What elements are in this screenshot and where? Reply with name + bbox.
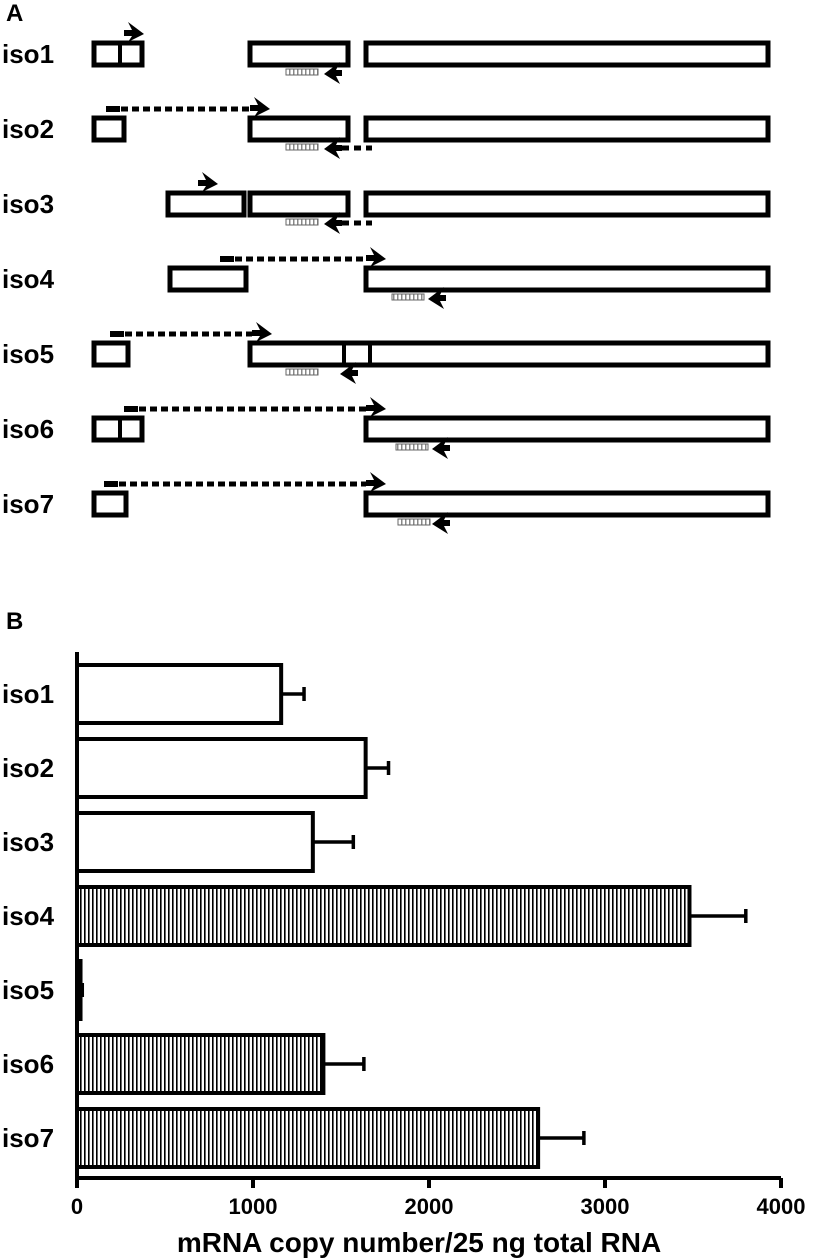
exon-box (91, 490, 129, 518)
isoform-label: iso5 (2, 339, 54, 369)
x-tick-label: 2000 (405, 1194, 454, 1219)
exon-box (363, 490, 771, 518)
forward-primer-arrow (124, 22, 144, 42)
isoform-row: iso2 (2, 97, 771, 159)
probe-box (391, 293, 425, 301)
panel-a-label: A (6, 0, 24, 27)
exon-box (165, 190, 247, 218)
junction-start-mark (104, 481, 118, 487)
isoform-row: iso5 (2, 322, 771, 384)
isoform-label: iso1 (2, 39, 54, 69)
exon-box (363, 115, 771, 143)
forward-primer-arrow (198, 172, 218, 192)
isoform-label: iso3 (2, 189, 54, 219)
exon-box (247, 40, 351, 68)
reverse-primer-arrow (324, 212, 342, 234)
reverse-primer-arrow (340, 362, 358, 384)
junction-start-mark (220, 256, 234, 262)
x-tick-label: 0 (71, 1194, 83, 1219)
x-tick-label: 1000 (229, 1194, 278, 1219)
reverse-primer-arrow (428, 287, 446, 309)
category-label: iso2 (2, 753, 54, 783)
forward-primer-arrow (366, 247, 386, 267)
isoform-diagram: iso1 iso2 iso3 iso4 iso5 iso6 iso7 (2, 22, 771, 534)
x-tick-label: 3000 (581, 1194, 630, 1219)
forward-primer-arrow (252, 322, 272, 342)
probe-box (285, 68, 319, 76)
category-label: iso3 (2, 827, 54, 857)
bar (75, 959, 83, 1021)
x-axis-title: mRNA copy number/25 ng total RNA (177, 1227, 661, 1258)
bar (75, 737, 368, 799)
category-label: iso5 (2, 975, 54, 1005)
forward-primer-arrow (366, 397, 386, 417)
reverse-primer-arrow (324, 137, 342, 159)
exon-box (91, 340, 131, 368)
junction-start-mark (124, 406, 138, 412)
category-label: iso4 (2, 901, 55, 931)
reverse-primer-arrow (324, 62, 342, 84)
probe-box (285, 218, 319, 226)
category-label: iso1 (2, 679, 54, 709)
isoform-label: iso4 (2, 264, 55, 294)
probe-box (285, 368, 319, 376)
x-tick-label: 4000 (757, 1194, 806, 1219)
isoform-row: iso6 (2, 397, 771, 459)
forward-primer-arrow (366, 472, 386, 492)
junction-start-mark (110, 331, 124, 337)
exon-box (167, 265, 249, 293)
panel-b-label: B (6, 608, 24, 635)
bar (75, 1033, 326, 1095)
isoform-row: iso4 (2, 247, 771, 309)
exon-box (363, 415, 771, 443)
isoform-row: iso7 (2, 472, 771, 534)
isoform-row: iso3 (2, 172, 771, 234)
probe-box (395, 443, 429, 451)
probe-box (285, 143, 319, 151)
exon-box (363, 190, 771, 218)
exon-box (247, 190, 351, 218)
forward-primer-arrow (250, 97, 270, 117)
bar (75, 811, 315, 873)
category-label: iso6 (2, 1049, 54, 1079)
bar (75, 885, 692, 947)
exon-box (363, 265, 771, 293)
exon-box (247, 115, 351, 143)
isoform-label: iso7 (2, 489, 54, 519)
isoform-label: iso2 (2, 114, 54, 144)
reverse-primer-arrow (432, 512, 450, 534)
bar (75, 1107, 541, 1169)
category-label: iso7 (2, 1123, 54, 1153)
exon-box (91, 115, 127, 143)
reverse-primer-arrow (432, 437, 450, 459)
isoform-label: iso6 (2, 414, 54, 444)
exon-box (247, 340, 771, 368)
isoform-row: iso1 (2, 22, 771, 84)
bar (75, 663, 284, 725)
exon-box (363, 40, 771, 68)
junction-start-mark (106, 106, 120, 112)
probe-box (397, 518, 431, 526)
